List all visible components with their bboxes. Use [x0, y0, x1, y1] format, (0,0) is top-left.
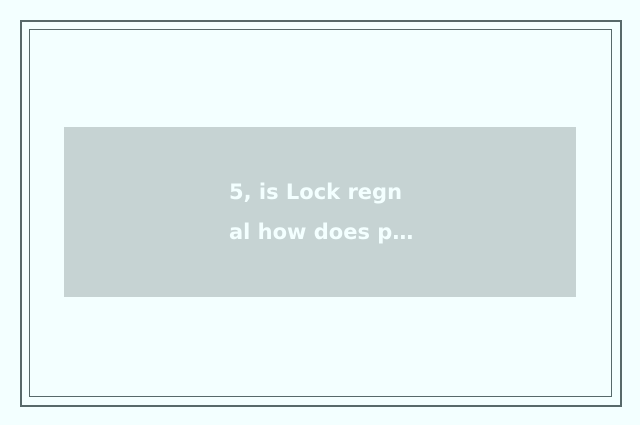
- panel-text-line-2: al how does p…: [229, 220, 414, 244]
- text-panel: [64, 127, 576, 297]
- panel-text-line-1: 5, is Lock regn: [229, 180, 403, 204]
- inner-frame: [29, 29, 612, 397]
- outer-frame: [20, 20, 622, 407]
- panel-text: 5, is Lock regn al how does p…: [229, 172, 419, 252]
